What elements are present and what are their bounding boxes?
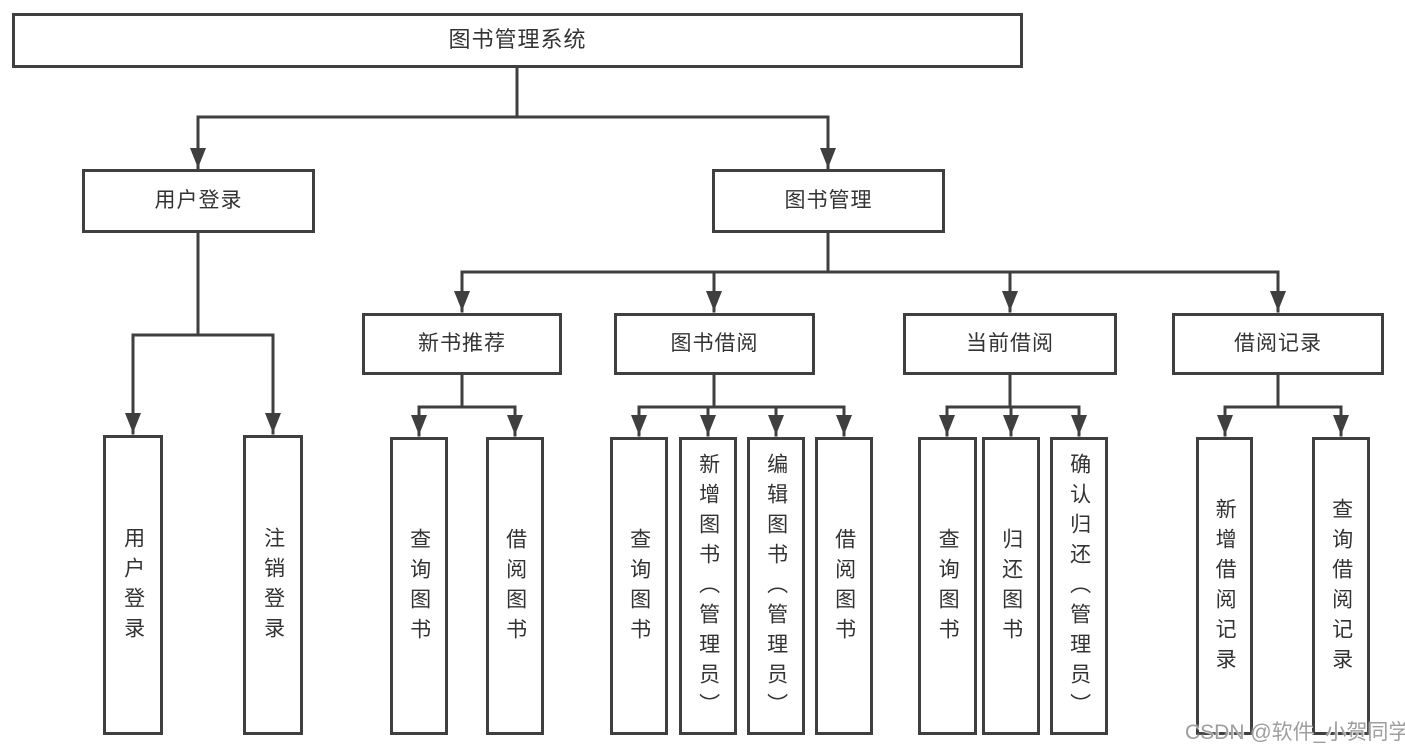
node-user-login: 用户登录	[82, 169, 315, 233]
node-return-books: 归还图书	[982, 437, 1040, 735]
node-borrow-books-recommend: 借阅图书	[486, 437, 544, 735]
node-query-books-current: 查询图书	[918, 437, 977, 735]
csdn-watermark: CSDN @软件_小贺同学	[1185, 721, 1405, 744]
node-library-management-system: 图书管理系统	[12, 13, 1023, 68]
node-current-borrowing: 当前借阅	[903, 313, 1117, 375]
node-query-borrow-record: 查询借阅记录	[1312, 437, 1370, 735]
node-edit-books-admin: 编辑图书（管理员）	[747, 437, 805, 735]
node-book-borrowing: 图书借阅	[614, 313, 815, 375]
node-add-books-admin: 新增图书（管理员）	[679, 437, 737, 735]
node-query-books-borrow: 查询图书	[610, 437, 668, 735]
node-user-login-leaf: 用户登录	[103, 435, 163, 735]
node-new-book-recommendation: 新书推荐	[362, 313, 562, 375]
node-query-books-recommend: 查询图书	[390, 437, 448, 735]
node-confirm-return-admin: 确认归还（管理员）	[1050, 437, 1108, 735]
node-borrow-books: 借阅图书	[815, 437, 873, 735]
node-book-management: 图书管理	[712, 169, 945, 233]
node-add-borrow-record: 新增借阅记录	[1196, 437, 1253, 735]
node-borrowing-records: 借阅记录	[1172, 313, 1384, 375]
node-logout: 注销登录	[243, 435, 303, 735]
